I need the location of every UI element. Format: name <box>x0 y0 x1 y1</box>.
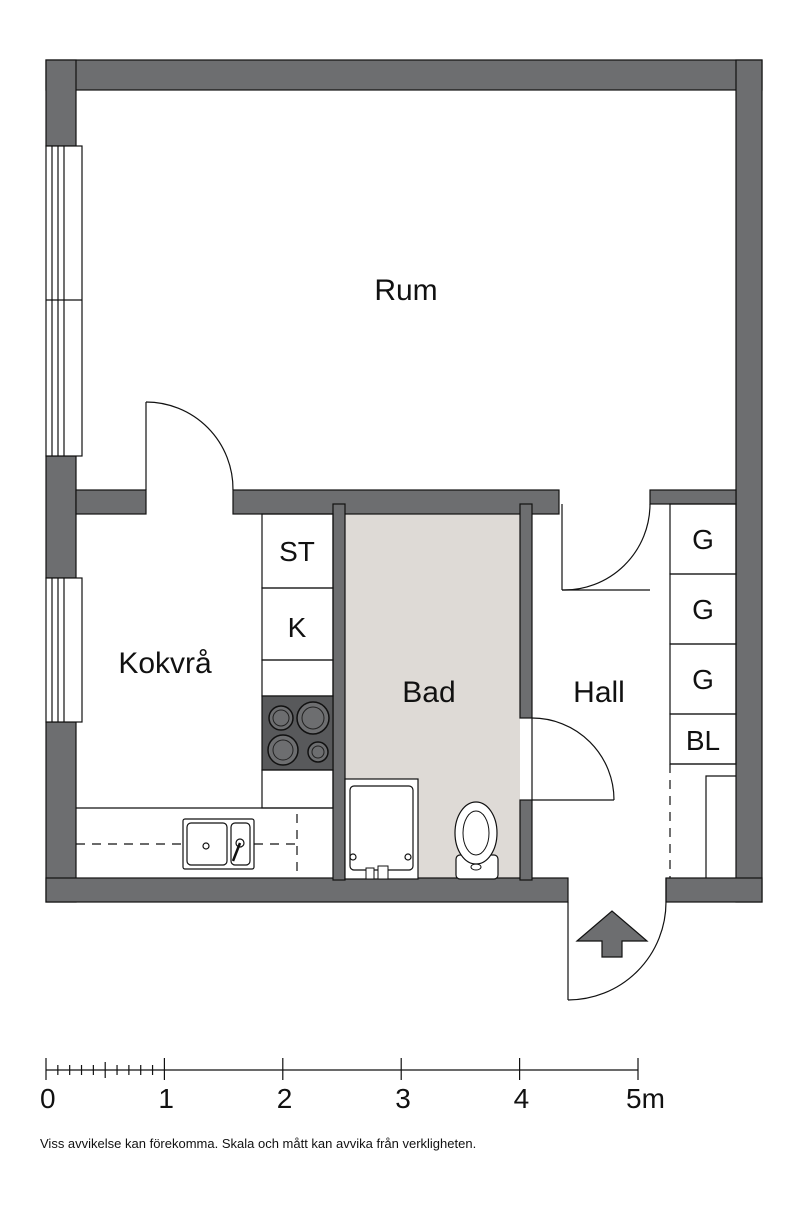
stove-burners-icon <box>267 701 330 766</box>
window-rum <box>45 145 83 457</box>
scale-label: 1 <box>158 1083 174 1114</box>
room-label-rum: Rum <box>374 274 437 307</box>
fixture-label-g2: G <box>692 594 714 625</box>
window-kokvra <box>45 577 83 723</box>
entrance-arrow-icon <box>575 910 649 958</box>
disclaimer: Viss avvikelse kan förekomma. Skala och … <box>40 1136 476 1151</box>
toilet-icon <box>454 801 499 880</box>
walls <box>45 59 763 903</box>
fixture-label-st: ST <box>279 536 315 567</box>
fixture-label-g1: G <box>692 524 714 555</box>
kitchen-counter <box>76 807 333 878</box>
door-bad-hall <box>531 717 615 801</box>
room-label-kokvra: Kokvrå <box>118 647 212 680</box>
door-rum-kokvra <box>145 401 234 491</box>
hall-wardrobes <box>669 503 737 878</box>
scale-bar <box>45 1058 639 1080</box>
fixture-label-g3: G <box>692 664 714 695</box>
scale-label: 5m <box>626 1083 665 1114</box>
door-hall-rum <box>561 503 651 591</box>
fixture-label-k: K <box>288 612 307 643</box>
scale-label: 3 <box>395 1083 411 1114</box>
scale-label: 4 <box>514 1083 530 1114</box>
door-entrance <box>567 878 667 1001</box>
room-label-hall: Hall <box>573 676 625 709</box>
room-label-bad: Bad <box>402 676 455 709</box>
fixture-label-bl: BL <box>686 725 720 756</box>
washing-machine-icon <box>344 778 419 880</box>
scale-label: 0 <box>40 1083 56 1114</box>
scale-labels: 0 1 2 3 4 5m <box>40 1083 665 1114</box>
scale-label: 2 <box>277 1083 293 1114</box>
sink-icon <box>182 818 255 870</box>
